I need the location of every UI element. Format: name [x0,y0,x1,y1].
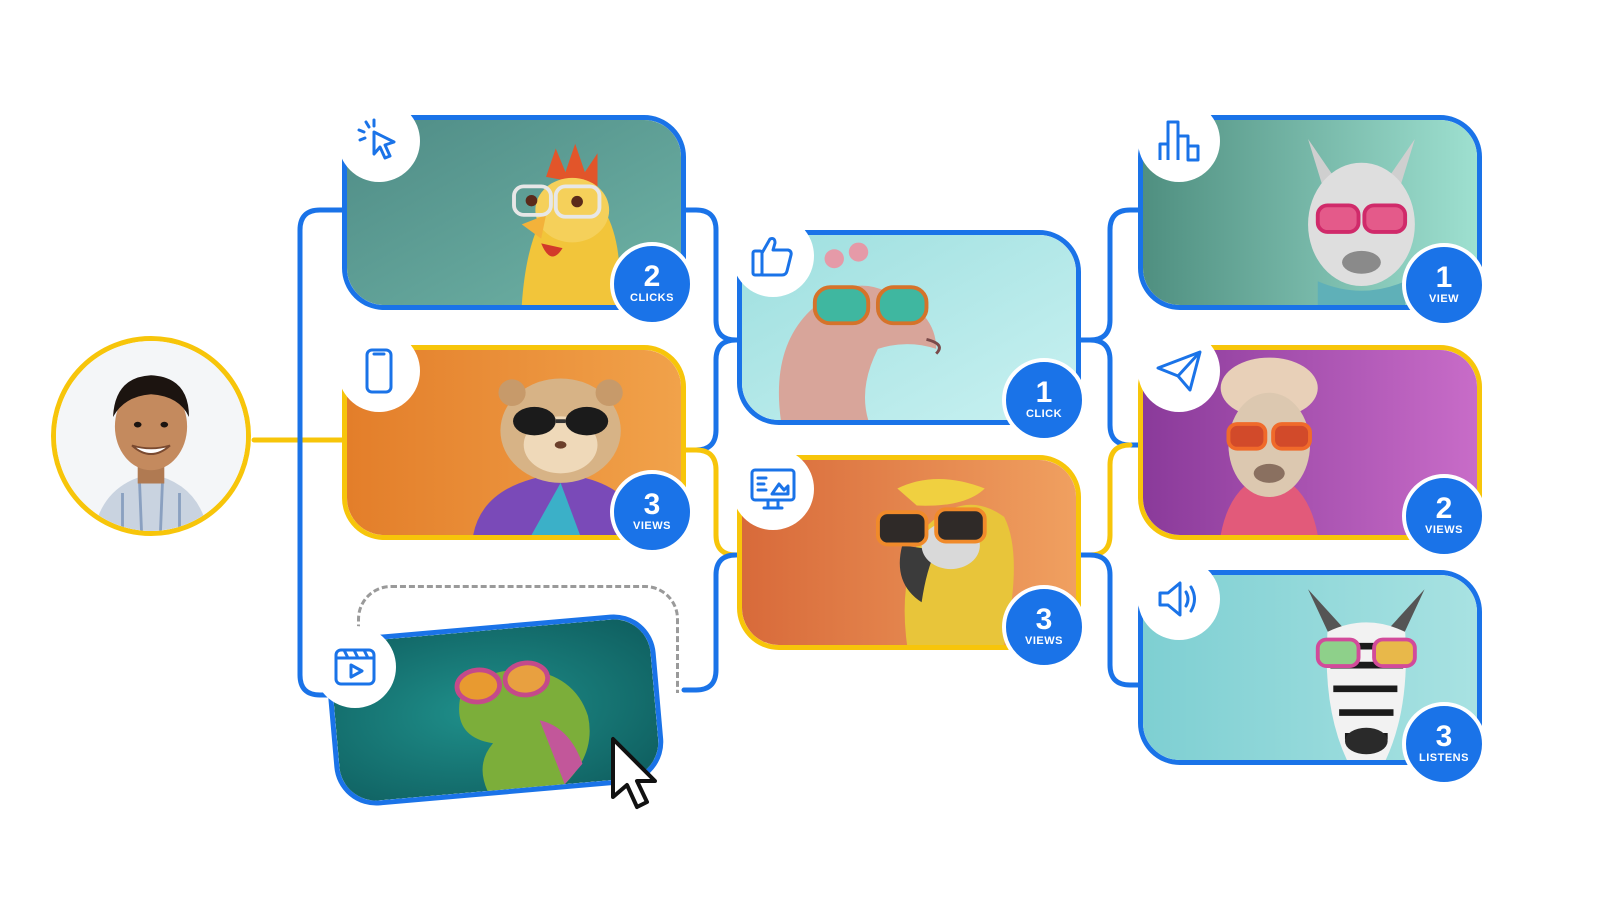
parrot-views-badge: 3 VIEWS [1002,585,1086,669]
card-chameleon[interactable] [323,610,667,810]
paper-plane-icon [1138,330,1220,412]
badge-unit: VIEW [1428,293,1460,305]
phone-icon [338,330,420,412]
badge-count: 3 [643,488,661,521]
seahorse-click-badge: 1 CLICK [1002,358,1086,442]
chicken-clicks-badge: 2 CLICKS [610,242,694,326]
chameleon-image [328,616,662,804]
badge-unit: CLICK [1025,408,1063,420]
alpaca-views-badge: 2 VIEWS [1402,474,1486,558]
thumbs-up-icon [732,215,814,297]
person-avatar [51,336,251,536]
click-cursor-icon [338,100,420,182]
badge-count: 2 [643,260,661,293]
badge-count: 1 [1435,261,1453,294]
badge-count: 2 [1435,492,1453,525]
smiling-man-avatar [56,341,246,531]
badge-unit: LISTENS [1419,752,1469,764]
zebra-listens-badge: 3 LISTENS [1402,702,1486,786]
badge-count: 3 [1435,720,1453,753]
seahorse-image [742,235,1076,420]
badge-count: 1 [1035,376,1053,409]
zebra-image [1143,575,1477,760]
city-buildings-icon [1138,100,1220,182]
badge-count: 3 [1035,603,1053,636]
video-player-icon [314,626,396,708]
badge-unit: CLICKS [630,292,674,304]
card-seahorse[interactable] [737,230,1081,425]
desktop-monitor-icon [732,448,814,530]
badge-unit: VIEWS [633,520,671,532]
card-chameleon-wrapper[interactable] [323,610,667,810]
llama-view-badge: 1 VIEW [1402,243,1486,327]
badge-unit: VIEWS [1025,635,1063,647]
hamster-views-badge: 3 VIEWS [610,470,694,554]
badge-unit: VIEWS [1425,524,1463,536]
mouse-pointer-icon [611,737,657,809]
speaker-icon [1138,558,1220,640]
card-zebra[interactable] [1138,570,1482,765]
